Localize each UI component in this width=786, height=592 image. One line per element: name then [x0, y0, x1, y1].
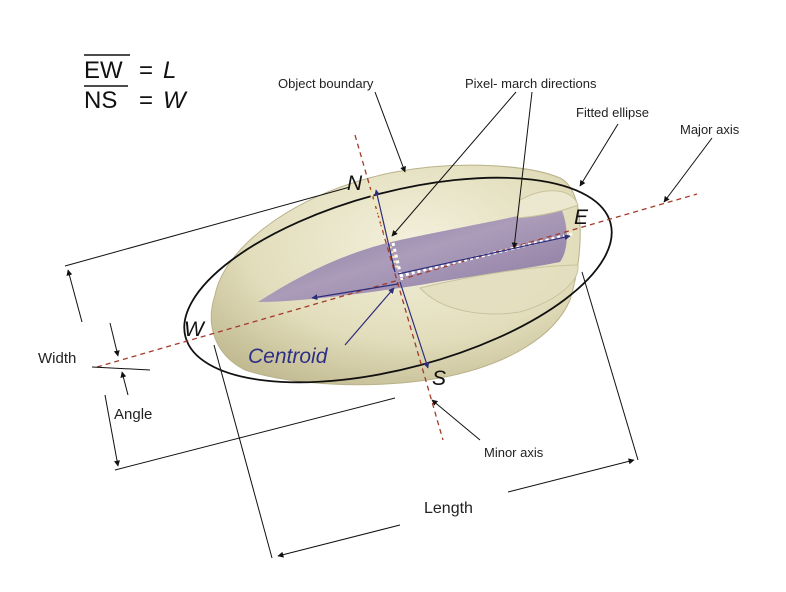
cardinal-east: E: [574, 206, 589, 229]
nut-upper-lip: [517, 190, 579, 219]
major-axis-leader: [663, 137, 713, 203]
formula-symbol-l: L: [163, 57, 176, 84]
label-major-axis: Major axis: [680, 122, 740, 137]
label-width: Width: [38, 350, 76, 367]
cardinal-south: S: [432, 367, 446, 390]
angle-horizontal-line: [91, 366, 151, 371]
formula-symbol-w: W: [163, 87, 188, 114]
centroid-pointer-arrow: [344, 287, 395, 346]
cardinal-west: W: [184, 318, 206, 341]
pixel-march-leader-1: [391, 91, 517, 237]
label-centroid: Centroid: [248, 345, 329, 368]
fitted-ellipse-leader: [579, 123, 619, 187]
nut-lower-lip: [419, 264, 579, 315]
minor-axis-leader: [431, 399, 481, 441]
march-arrow-north: [374, 189, 396, 273]
width-arrow-top: [66, 269, 83, 323]
formula-width: NS = W: [84, 85, 188, 114]
width-extension-top: [64, 186, 351, 267]
width-dimension: [64, 186, 396, 471]
label-length: Length: [424, 500, 473, 517]
length-arrow-right: [507, 458, 635, 493]
formula-equals-l: =: [139, 57, 153, 84]
width-arrow-bottom: [104, 394, 120, 467]
march-arrow-south: [399, 281, 430, 369]
length-dimension: [213, 271, 639, 559]
angle-arrow-top: [109, 322, 120, 357]
formula-segment-ew: EW: [84, 57, 123, 84]
pixel-march-leader-2: [511, 91, 533, 249]
label-pixel-march-directions: Pixel- march directions: [465, 76, 597, 91]
march-arrow-east: [397, 234, 571, 275]
angle-indicator: [91, 322, 151, 396]
march-arrow-west: [311, 283, 399, 301]
object-boundary-leader: [374, 91, 406, 173]
label-object-boundary: Object boundary: [278, 76, 374, 91]
angle-arrow-bottom: [120, 371, 129, 396]
width-extension-bottom: [114, 397, 396, 471]
formula-length: EW = L: [84, 54, 176, 84]
nut-kernel: [258, 206, 567, 302]
cardinal-north: N: [347, 172, 363, 195]
length-arrow-left: [277, 524, 401, 558]
minor-axis-line: [354, 134, 444, 441]
label-fitted-ellipse: Fitted ellipse: [576, 105, 649, 120]
length-extension-right: [581, 271, 639, 461]
formula-equals-w: =: [139, 87, 153, 114]
label-angle: Angle: [114, 406, 152, 423]
formula-segment-ns: NS: [84, 87, 117, 114]
length-extension-left: [213, 344, 273, 559]
label-minor-axis: Minor axis: [484, 445, 544, 460]
boundary-ns-dots: [368, 189, 400, 271]
